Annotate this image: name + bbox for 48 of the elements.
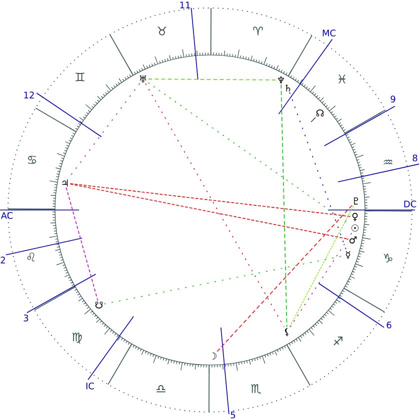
cusp-label: 6 <box>386 322 392 328</box>
planet-symbol: ☽ <box>212 352 216 360</box>
cusp-label: 2 <box>0 256 5 264</box>
planet-symbol: ♃ <box>62 180 68 186</box>
aspect-line <box>66 187 98 301</box>
cusp-label: IC <box>86 382 94 390</box>
aspect-line <box>145 83 284 328</box>
zodiac-symbol: ♈ <box>253 26 263 36</box>
planet-symbol: ♀ <box>352 212 358 222</box>
planet-symbol: ☿ <box>346 251 350 259</box>
zodiac-symbol: ♏ <box>251 384 261 394</box>
cusp-label: 9 <box>390 96 396 102</box>
aspect-line <box>280 84 288 328</box>
zodiac-symbol: ♎ <box>156 385 166 392</box>
cusp-label: DC <box>404 200 416 208</box>
aspect-line <box>70 184 348 240</box>
planet-symbol: ♂ <box>350 236 357 244</box>
zodiac-symbol: ♉ <box>158 26 166 36</box>
aspect-line <box>290 232 352 328</box>
aspect-line <box>70 183 351 217</box>
cusp-label: 12 <box>24 92 34 98</box>
zodiac-symbol: ♓ <box>338 74 346 84</box>
aspect-line <box>289 92 347 250</box>
cusp-label: 8 <box>412 154 418 162</box>
planet-symbol: ☋ <box>95 302 103 308</box>
zodiac-symbol: ♍ <box>72 332 82 344</box>
zodiac-symbol: ♒ <box>384 160 392 165</box>
planet-symbol: ⚸ <box>285 328 289 336</box>
zodiac-symbol: ♐ <box>334 336 342 346</box>
cusp-label: MC <box>322 30 336 36</box>
aspect-line <box>216 205 352 352</box>
zodiac-symbol: ♋ <box>28 156 36 164</box>
zodiac-symbol: ♌ <box>27 252 35 262</box>
planet-symbol: ♆ <box>278 76 284 84</box>
zodiac-symbol: ♑ <box>384 254 392 262</box>
zodiac-symbol: ♊ <box>76 72 84 82</box>
planet-symbol: ♄ <box>286 84 290 92</box>
cusp-label: 11 <box>180 2 190 8</box>
aspect-line <box>148 78 276 80</box>
planet-symbol: ☊ <box>316 110 324 116</box>
planet-symbol: ☉ <box>352 224 358 232</box>
aspect-line <box>289 205 354 328</box>
planet-symbol: ♇ <box>354 198 358 204</box>
leader-line <box>310 117 316 122</box>
cusp-label: AC <box>0 212 13 219</box>
planet-symbol: ♅ <box>140 76 146 82</box>
cusp-label: 3 <box>24 314 28 322</box>
cusp-label: 5 <box>230 412 236 418</box>
